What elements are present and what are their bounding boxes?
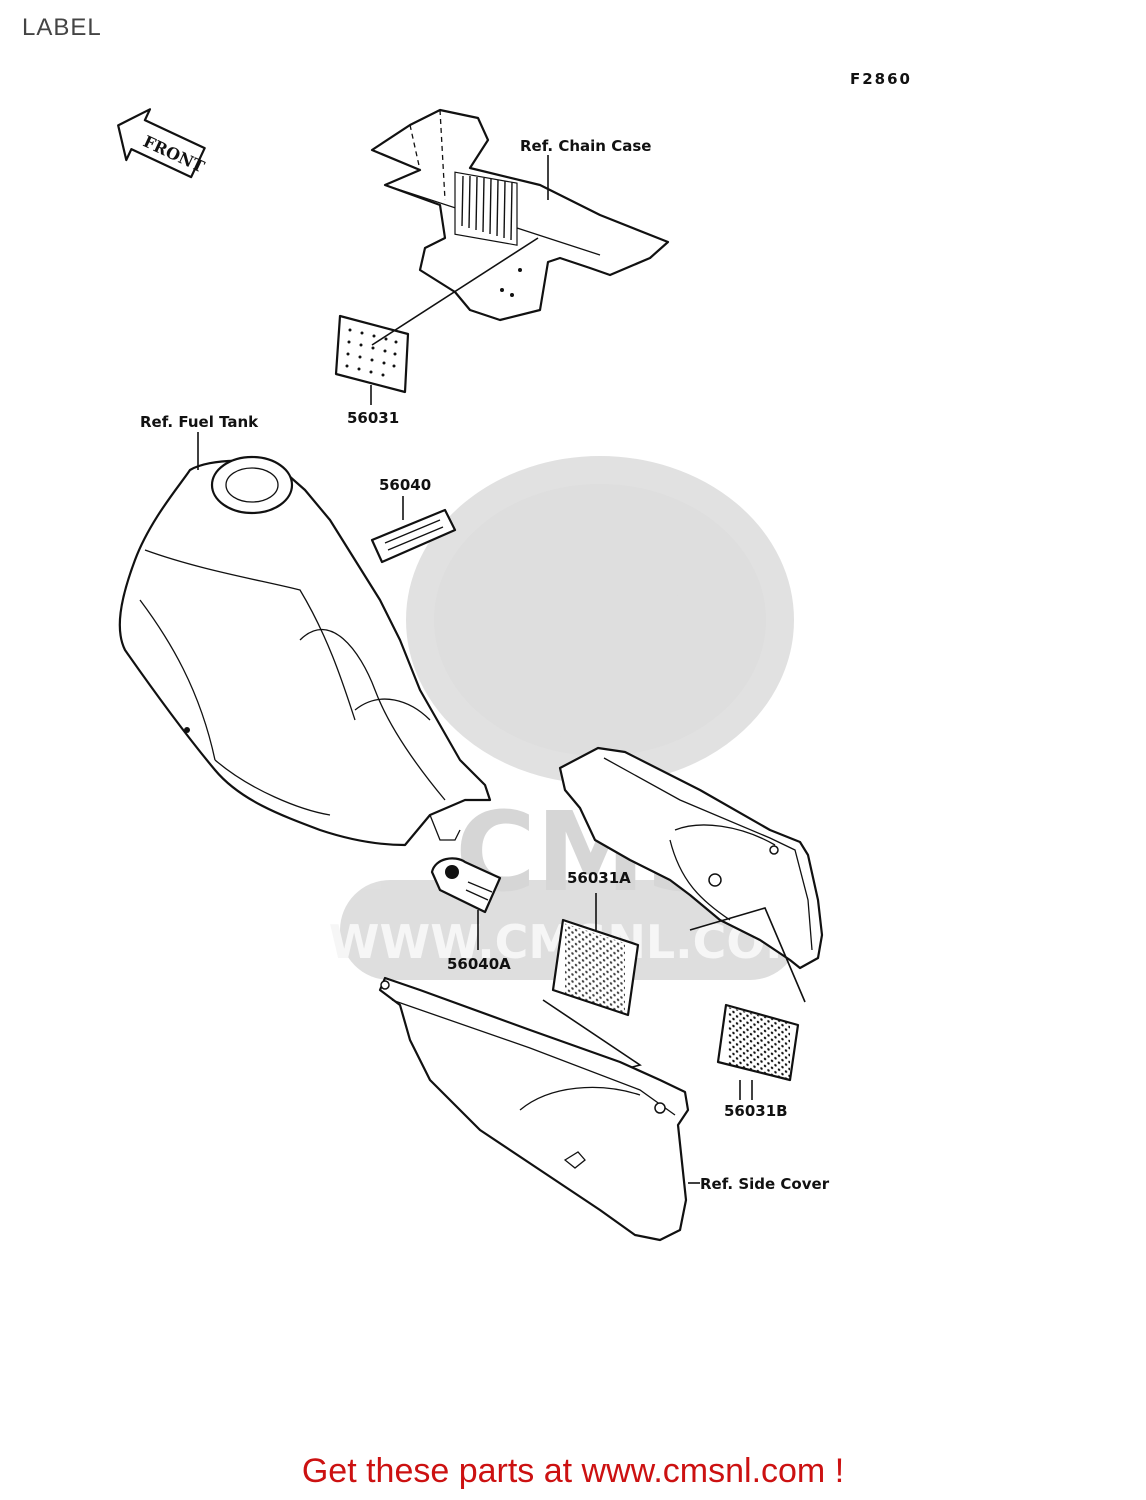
callout-56031B: 56031B — [724, 1102, 788, 1120]
callout-56031: 56031 — [347, 409, 399, 427]
fuel-tank-part — [118, 455, 492, 847]
callout-fuel-tank: Ref. Fuel Tank — [140, 413, 259, 431]
label-56031A — [551, 918, 640, 1017]
side-cover-left-part — [378, 976, 690, 1242]
callout-chain-case: Ref. Chain Case — [520, 137, 651, 155]
label-56031 — [334, 314, 410, 394]
page-title: LABEL — [22, 14, 102, 41]
label-56031B — [716, 1003, 800, 1082]
callout-56040: 56040 — [379, 476, 431, 494]
figure-code: F2860 — [850, 70, 912, 88]
label-56040 — [370, 508, 457, 564]
footer-link[interactable]: Get these parts at www.cmsnl.com ! — [301, 1452, 845, 1490]
front-arrow-icon: FRONT — [117, 108, 207, 179]
callout-56040A: 56040A — [447, 955, 511, 973]
label-56040A — [430, 857, 502, 914]
callout-side-cover: Ref. Side Cover — [700, 1175, 830, 1193]
callout-56031A: 56031A — [567, 869, 631, 887]
side-cover-right-part — [558, 746, 824, 970]
chain-case-part — [370, 108, 670, 322]
